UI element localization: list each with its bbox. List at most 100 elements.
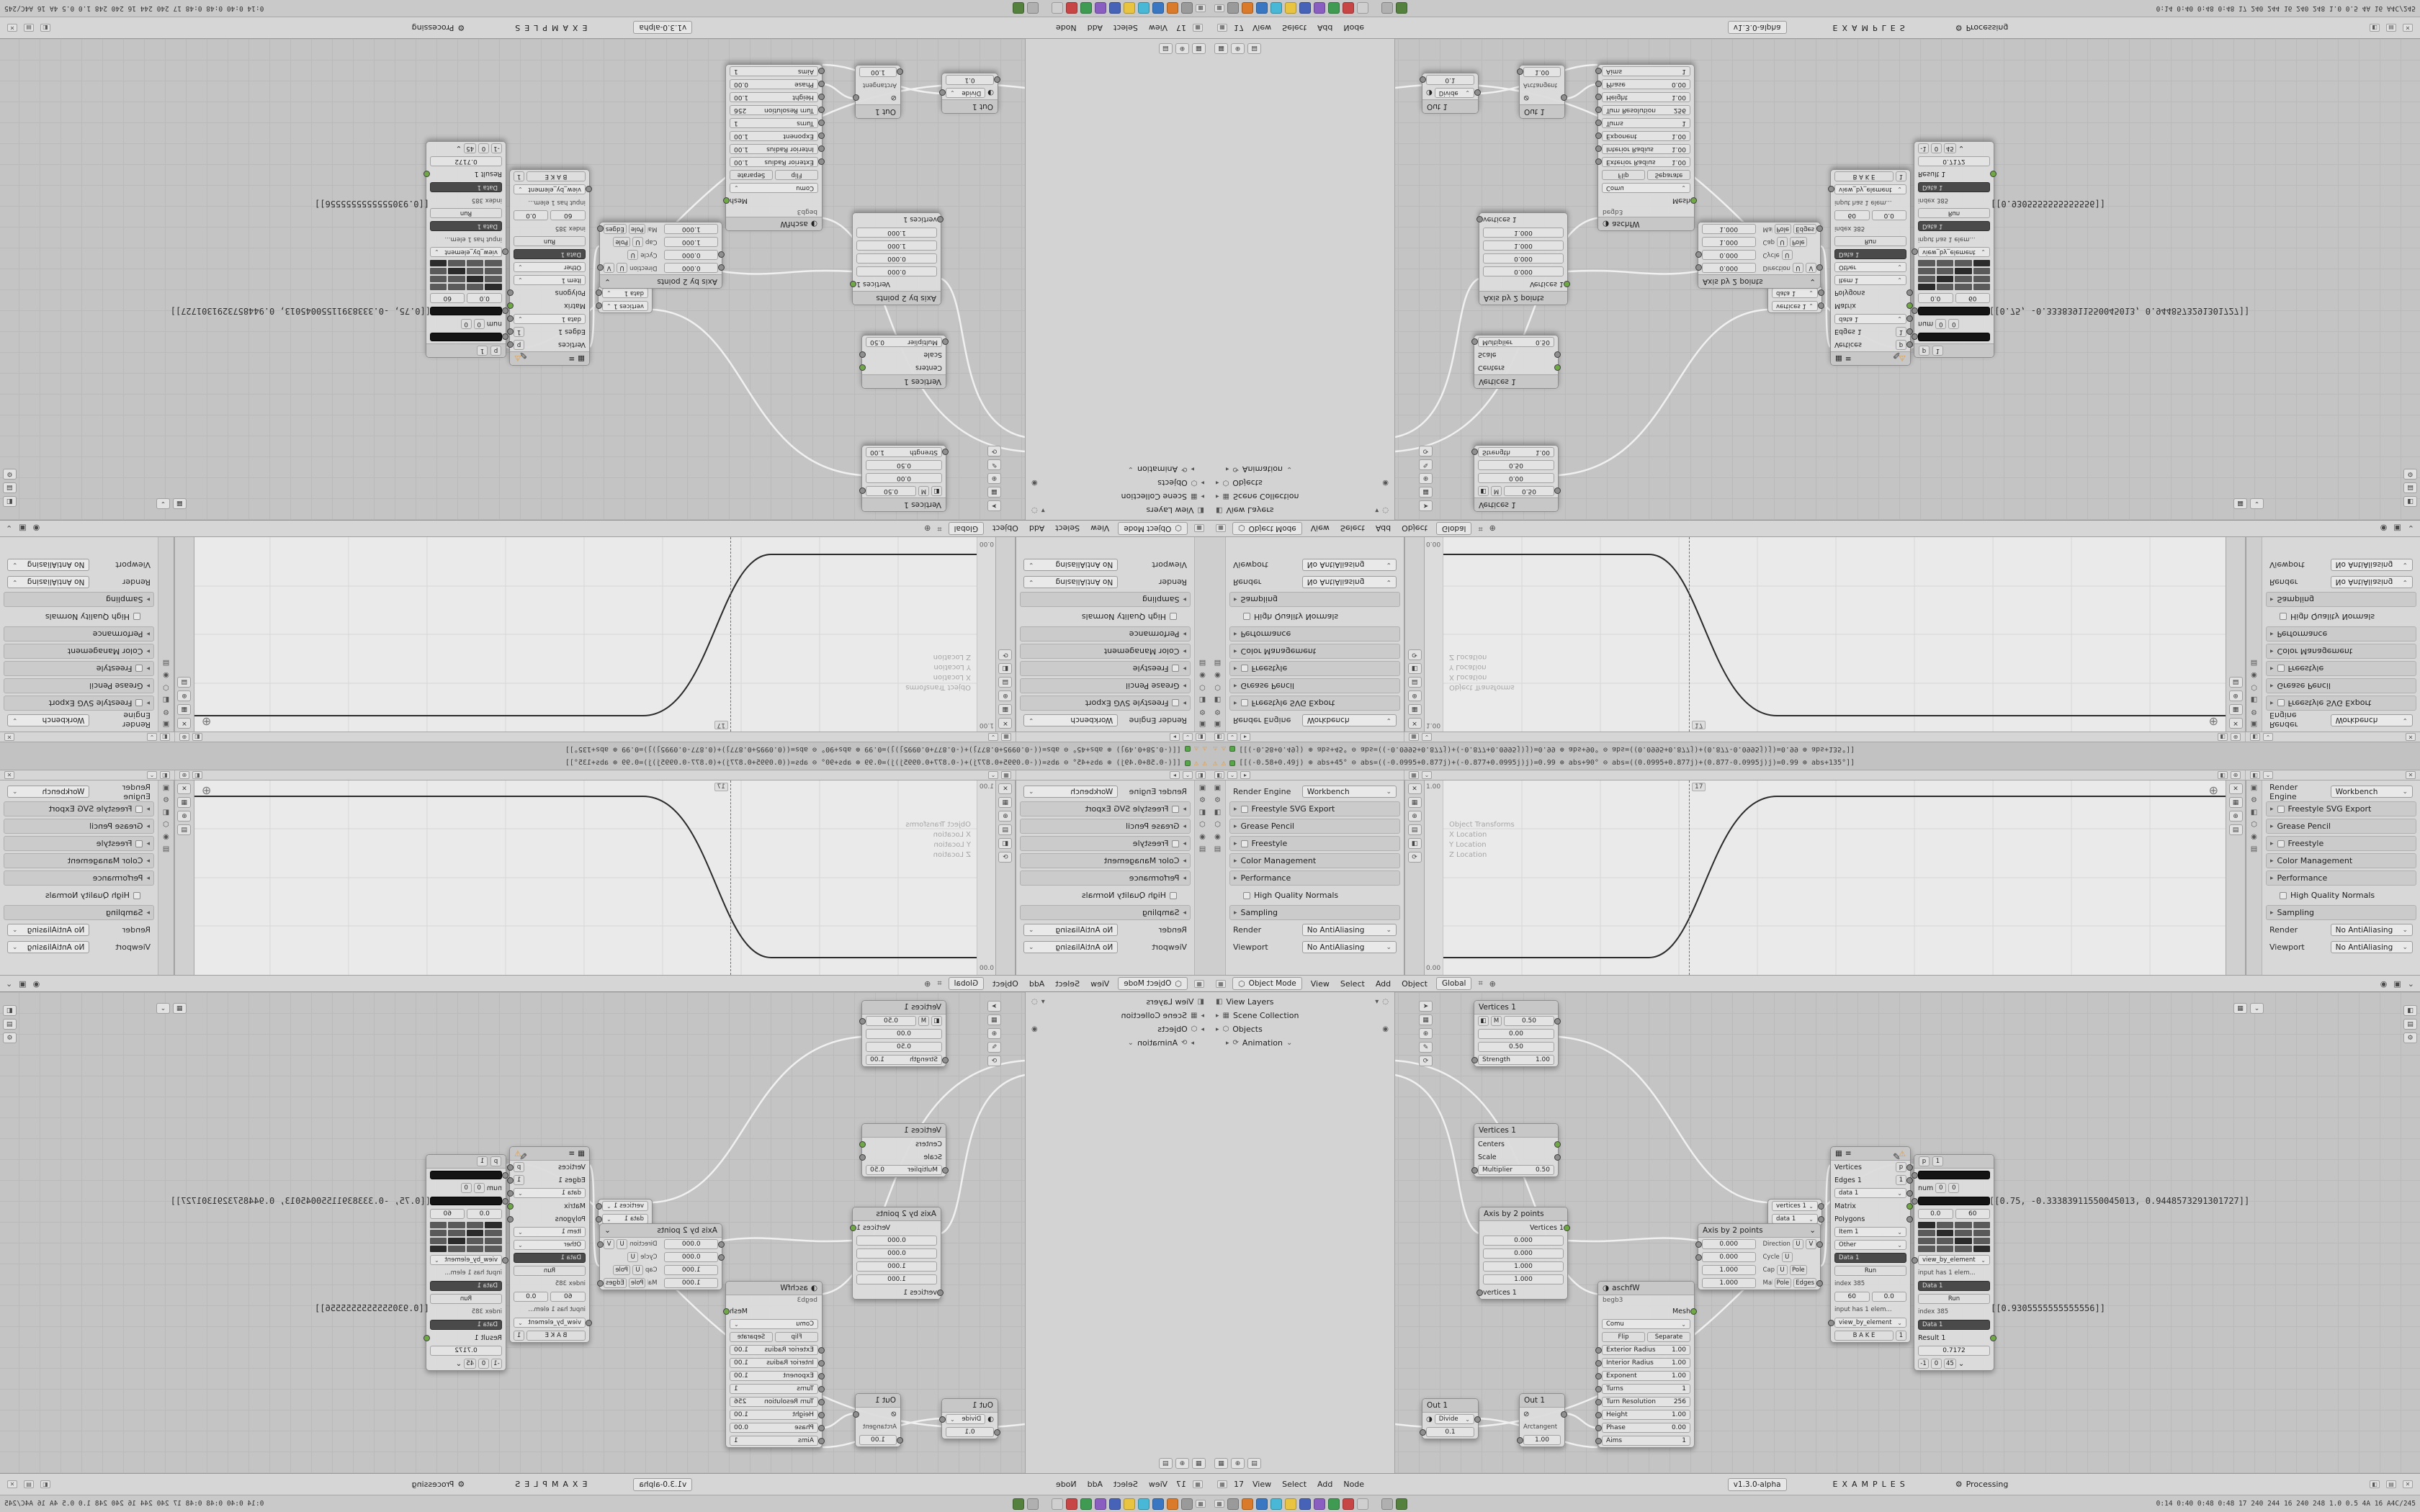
value-field[interactable]: 60 — [1834, 1292, 1870, 1302]
count-button[interactable]: 1 — [1896, 1175, 1906, 1185]
chevron-down-icon[interactable]: ⌄ — [2250, 1003, 2264, 1014]
disclosure-triangle-icon[interactable]: ▸ — [1191, 1039, 1194, 1047]
grid-icon[interactable]: ▦ — [1192, 43, 1206, 54]
interior-radius-field[interactable]: Interior Radius 1.00 — [1602, 144, 1690, 154]
app-icon[interactable] — [1285, 2, 1296, 14]
value-field[interactable]: 60 — [430, 293, 465, 303]
disclosure-triangle-icon[interactable]: ▸ — [1216, 1012, 1219, 1020]
vertices-dropdown[interactable]: vertices 1 — [602, 301, 648, 311]
item-dropdown[interactable]: Item 1 — [1834, 1227, 1906, 1237]
p-button[interactable]: p — [1919, 1156, 1930, 1166]
neg-one-button[interactable]: -1 — [1918, 1359, 1929, 1369]
visibility-icon[interactable]: ◉ — [32, 523, 40, 534]
render-tab-icon[interactable]: ▣ — [2250, 784, 2258, 792]
value-field[interactable]: 0.1 — [1426, 75, 1474, 85]
zero-button[interactable]: 0 — [460, 1183, 472, 1193]
node-header[interactable]: Out 1 — [1422, 99, 1478, 113]
close-icon[interactable]: ✕ — [998, 718, 1013, 729]
value-field[interactable]: 1.000 — [856, 1261, 937, 1272]
overlay-icon[interactable]: ◧ — [192, 771, 202, 779]
view-layer-tab-icon[interactable]: ◧ — [1214, 696, 1222, 703]
grid-icon[interactable]: ▦ — [173, 498, 187, 509]
node-axis-by-2-points[interactable]: Axis by 2 points Vertices 1 0.000 0.000 … — [1476, 1207, 1570, 1300]
fcurve[interactable] — [1443, 554, 2226, 716]
pole-button[interactable]: Pole — [628, 224, 646, 234]
fcurve[interactable] — [1443, 796, 2226, 958]
view-by-element-dropdown[interactable]: view_by_element — [430, 1255, 502, 1265]
workspace-label[interactable]: EXAMPLES — [511, 23, 588, 32]
exterior-radius-field[interactable]: Exterior Radius 1.00 — [1602, 1345, 1690, 1355]
editor-type-icon[interactable]: ▦ — [1193, 1480, 1203, 1488]
channel-name[interactable]: X Location — [933, 673, 971, 681]
value-field[interactable]: 0.00 — [866, 1029, 942, 1039]
menu-view[interactable]: View — [1090, 523, 1110, 534]
separate-button[interactable]: Separate — [730, 170, 773, 180]
render-engine-dropdown[interactable]: Workbench — [1023, 714, 1119, 726]
value-field[interactable]: 0.50 — [866, 1042, 942, 1052]
app-icon[interactable] — [1343, 1498, 1354, 1510]
color-swatch[interactable] — [1918, 307, 1990, 315]
pole-button[interactable]: Pole — [1774, 224, 1792, 234]
app-icon[interactable] — [1138, 2, 1150, 14]
tab-icon[interactable]: ▤ — [2386, 1480, 2396, 1488]
operation-dropdown[interactable]: Divide — [946, 88, 986, 98]
output-tab-icon[interactable]: ⚙ — [1199, 796, 1206, 804]
run-button[interactable]: Run — [514, 236, 586, 246]
node-math-arctangent[interactable]: Out 1 ⊘ Arctangent 1.00 — [1517, 1393, 1567, 1447]
freestyle-checkbox[interactable] — [1172, 665, 1180, 672]
chevron-down-icon[interactable]: ⌄ — [2263, 733, 2273, 741]
turns-field[interactable]: Turns 1 — [1602, 118, 1690, 128]
channel-name[interactable]: X Location — [1449, 673, 1487, 681]
chevron-down-icon[interactable]: ⌄ — [2263, 771, 2273, 779]
scene-tab-icon[interactable]: ⬡ — [2251, 821, 2257, 829]
node-header[interactable]: Vertices 1 — [1474, 1124, 1558, 1138]
value-field[interactable]: 0.000 — [664, 263, 718, 273]
panel-performance[interactable]: ▸ Performance — [2266, 626, 2416, 642]
value-field[interactable]: 0.000 — [664, 1239, 718, 1249]
value-field[interactable]: 0.0 — [1918, 1209, 1953, 1219]
panel-icon[interactable]: ◧ — [1407, 663, 1422, 674]
fortyfive-button[interactable]: 45 — [1944, 1359, 1956, 1369]
panel-performance[interactable]: ▸ Performance — [4, 870, 154, 886]
count-button[interactable]: 1 — [514, 1175, 524, 1185]
output-tab-icon[interactable]: ⚙ — [163, 796, 169, 804]
node-vertices-centers[interactable]: Vertices 1 Centers Scale Multiplier 0.50 — [861, 1123, 946, 1177]
editor-type-icon[interactable]: ◧ — [1196, 733, 1206, 741]
node-vertices-strength[interactable]: Vertices 1 ◧ M 0.50 0.00 0.50 Strength 1… — [861, 1000, 946, 1067]
render-aa-dropdown[interactable]: No AntiAliasing — [2330, 576, 2413, 588]
v-button[interactable]: V — [1805, 263, 1816, 273]
orientation-dropdown[interactable]: Global — [1435, 522, 1472, 535]
tab-icon[interactable]: ▤ — [2403, 482, 2417, 493]
data-slot[interactable]: Data 1 — [430, 221, 502, 231]
proportional-edit-icon[interactable]: ⊕ — [1489, 523, 1496, 534]
app-icon[interactable] — [1027, 2, 1039, 14]
outliner-display-mode-icon[interactable]: ◧ — [1197, 998, 1204, 1006]
tab-icon[interactable]: ▤ — [2386, 24, 2396, 32]
view-by-element-dropdown[interactable]: view_by_element — [1834, 1318, 1906, 1328]
strength-field[interactable]: Strength 1.00 — [866, 447, 942, 457]
magnet-icon[interactable]: ⌗ — [937, 524, 942, 534]
options-icon[interactable]: ⊕ — [179, 733, 189, 741]
value-field[interactable]: 0.1 — [946, 75, 994, 85]
disclosure-triangle-icon[interactable]: ▸ — [1201, 492, 1204, 500]
aims-field[interactable]: Aims 1 — [1602, 1436, 1690, 1446]
panel-grease-pencil[interactable]: ▸ Grease Pencil — [1229, 678, 1400, 693]
panel-icon[interactable]: ◧ — [998, 663, 1013, 674]
outliner-item-animation[interactable]: ▸ ⟳ Animation ⌄ — [1224, 462, 1391, 476]
annotate-icon[interactable]: ✎ — [987, 459, 1001, 470]
tab-icon[interactable]: ▤ — [177, 677, 192, 688]
view-by-element-dropdown[interactable]: view_by_element — [514, 184, 586, 194]
value-field[interactable]: 0.0 — [514, 1292, 549, 1302]
run-button[interactable]: Run — [1918, 208, 1990, 218]
u-button[interactable]: U — [627, 1252, 639, 1262]
render-engine-dropdown[interactable]: Workbench — [2330, 714, 2413, 726]
count-button[interactable]: 1 — [1932, 346, 1943, 356]
shading-icon[interactable]: ▣ — [2393, 978, 2401, 989]
menu-add[interactable]: Add — [1317, 1480, 1333, 1489]
node-header[interactable]: ◑ aschfW — [1598, 1282, 1694, 1295]
shading-icon[interactable]: ▣ — [2393, 523, 2401, 534]
app-icon[interactable] — [1381, 2, 1393, 14]
turn-resolution-field[interactable]: Turn Resolution 256 — [730, 1397, 818, 1407]
search-icon[interactable]: ◌ — [1031, 998, 1038, 1006]
panel-grease-pencil[interactable]: ▸ Grease Pencil — [4, 678, 154, 693]
